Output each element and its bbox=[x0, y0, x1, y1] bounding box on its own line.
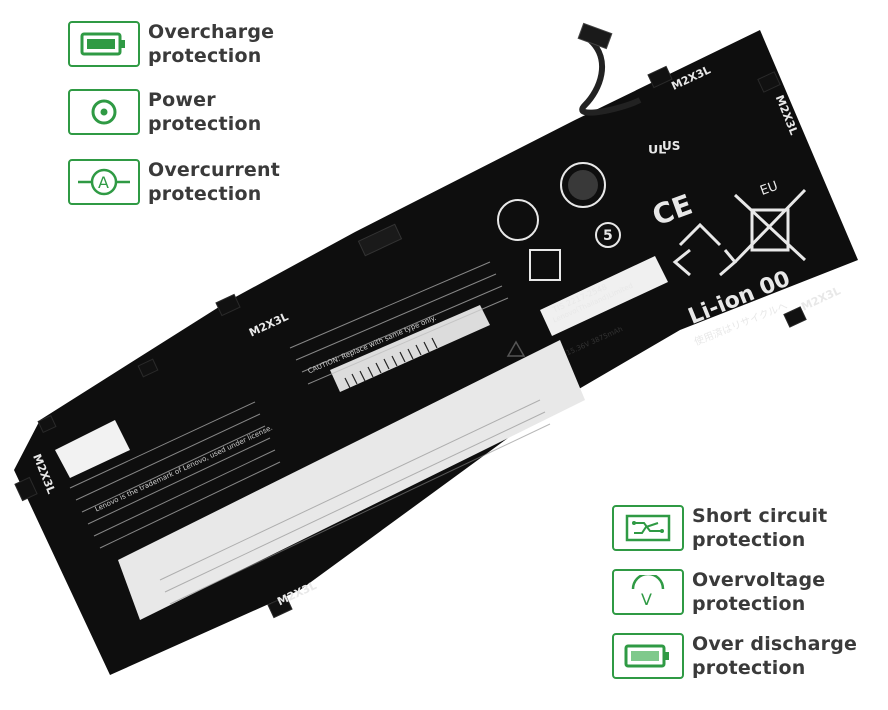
voltage-icon: V bbox=[612, 569, 684, 615]
battery-low-icon bbox=[612, 633, 684, 679]
feature-label-line1: Short circuit bbox=[692, 505, 828, 527]
ammeter-icon: A bbox=[68, 159, 140, 205]
svg-text:V: V bbox=[641, 590, 652, 609]
feature-label-line1: Overvoltage bbox=[692, 569, 826, 591]
feature-label-line2: protection bbox=[148, 113, 262, 135]
svg-text:A: A bbox=[98, 173, 109, 192]
fine-print bbox=[69, 261, 509, 549]
five-mark bbox=[595, 222, 621, 248]
screw-tab bbox=[757, 71, 781, 93]
screw-tab bbox=[215, 293, 241, 317]
feature-label-line1: Over discharge bbox=[692, 633, 858, 655]
feature-label-line2: protection bbox=[692, 529, 806, 551]
screw-tab bbox=[137, 358, 159, 378]
screw-tab bbox=[267, 595, 293, 619]
recycle-box-mark bbox=[529, 249, 561, 281]
feature-label-line2: protection bbox=[148, 183, 262, 205]
circuit-board-icon bbox=[612, 505, 684, 551]
barcode bbox=[344, 337, 438, 389]
feature-label-line2: protection bbox=[692, 593, 806, 615]
screw-tab bbox=[37, 414, 57, 434]
ul-us-text: US bbox=[662, 139, 680, 153]
battery-cable bbox=[579, 37, 642, 116]
feature-label-line1: Overcurrent bbox=[148, 159, 281, 181]
feature-label-line1: Overcharge bbox=[148, 21, 275, 43]
feature-label-line2: protection bbox=[692, 657, 806, 679]
white-sticker bbox=[55, 420, 130, 478]
screw-label: M2X3L bbox=[799, 284, 842, 313]
svg-text:5: 5 bbox=[603, 228, 613, 244]
feature-label-line2: protection bbox=[148, 45, 262, 67]
battery-port bbox=[357, 223, 403, 257]
battery-connector bbox=[577, 22, 613, 50]
eu-label: EU bbox=[758, 179, 780, 199]
ul-mark: ᵁᴸ bbox=[648, 141, 666, 165]
screw-tab bbox=[647, 65, 673, 89]
battery-full-icon bbox=[68, 21, 140, 67]
power-icon bbox=[68, 89, 140, 135]
weee-bin-icon bbox=[733, 188, 807, 264]
taiwan-mark bbox=[497, 199, 539, 241]
warning-triangle-icon bbox=[506, 340, 526, 357]
spec-label bbox=[540, 256, 668, 336]
screw-tab bbox=[14, 476, 38, 502]
screw-tab bbox=[783, 306, 807, 328]
white-label bbox=[118, 340, 585, 620]
recycle-seal bbox=[560, 162, 606, 208]
feature-label-line1: Power bbox=[148, 89, 216, 111]
